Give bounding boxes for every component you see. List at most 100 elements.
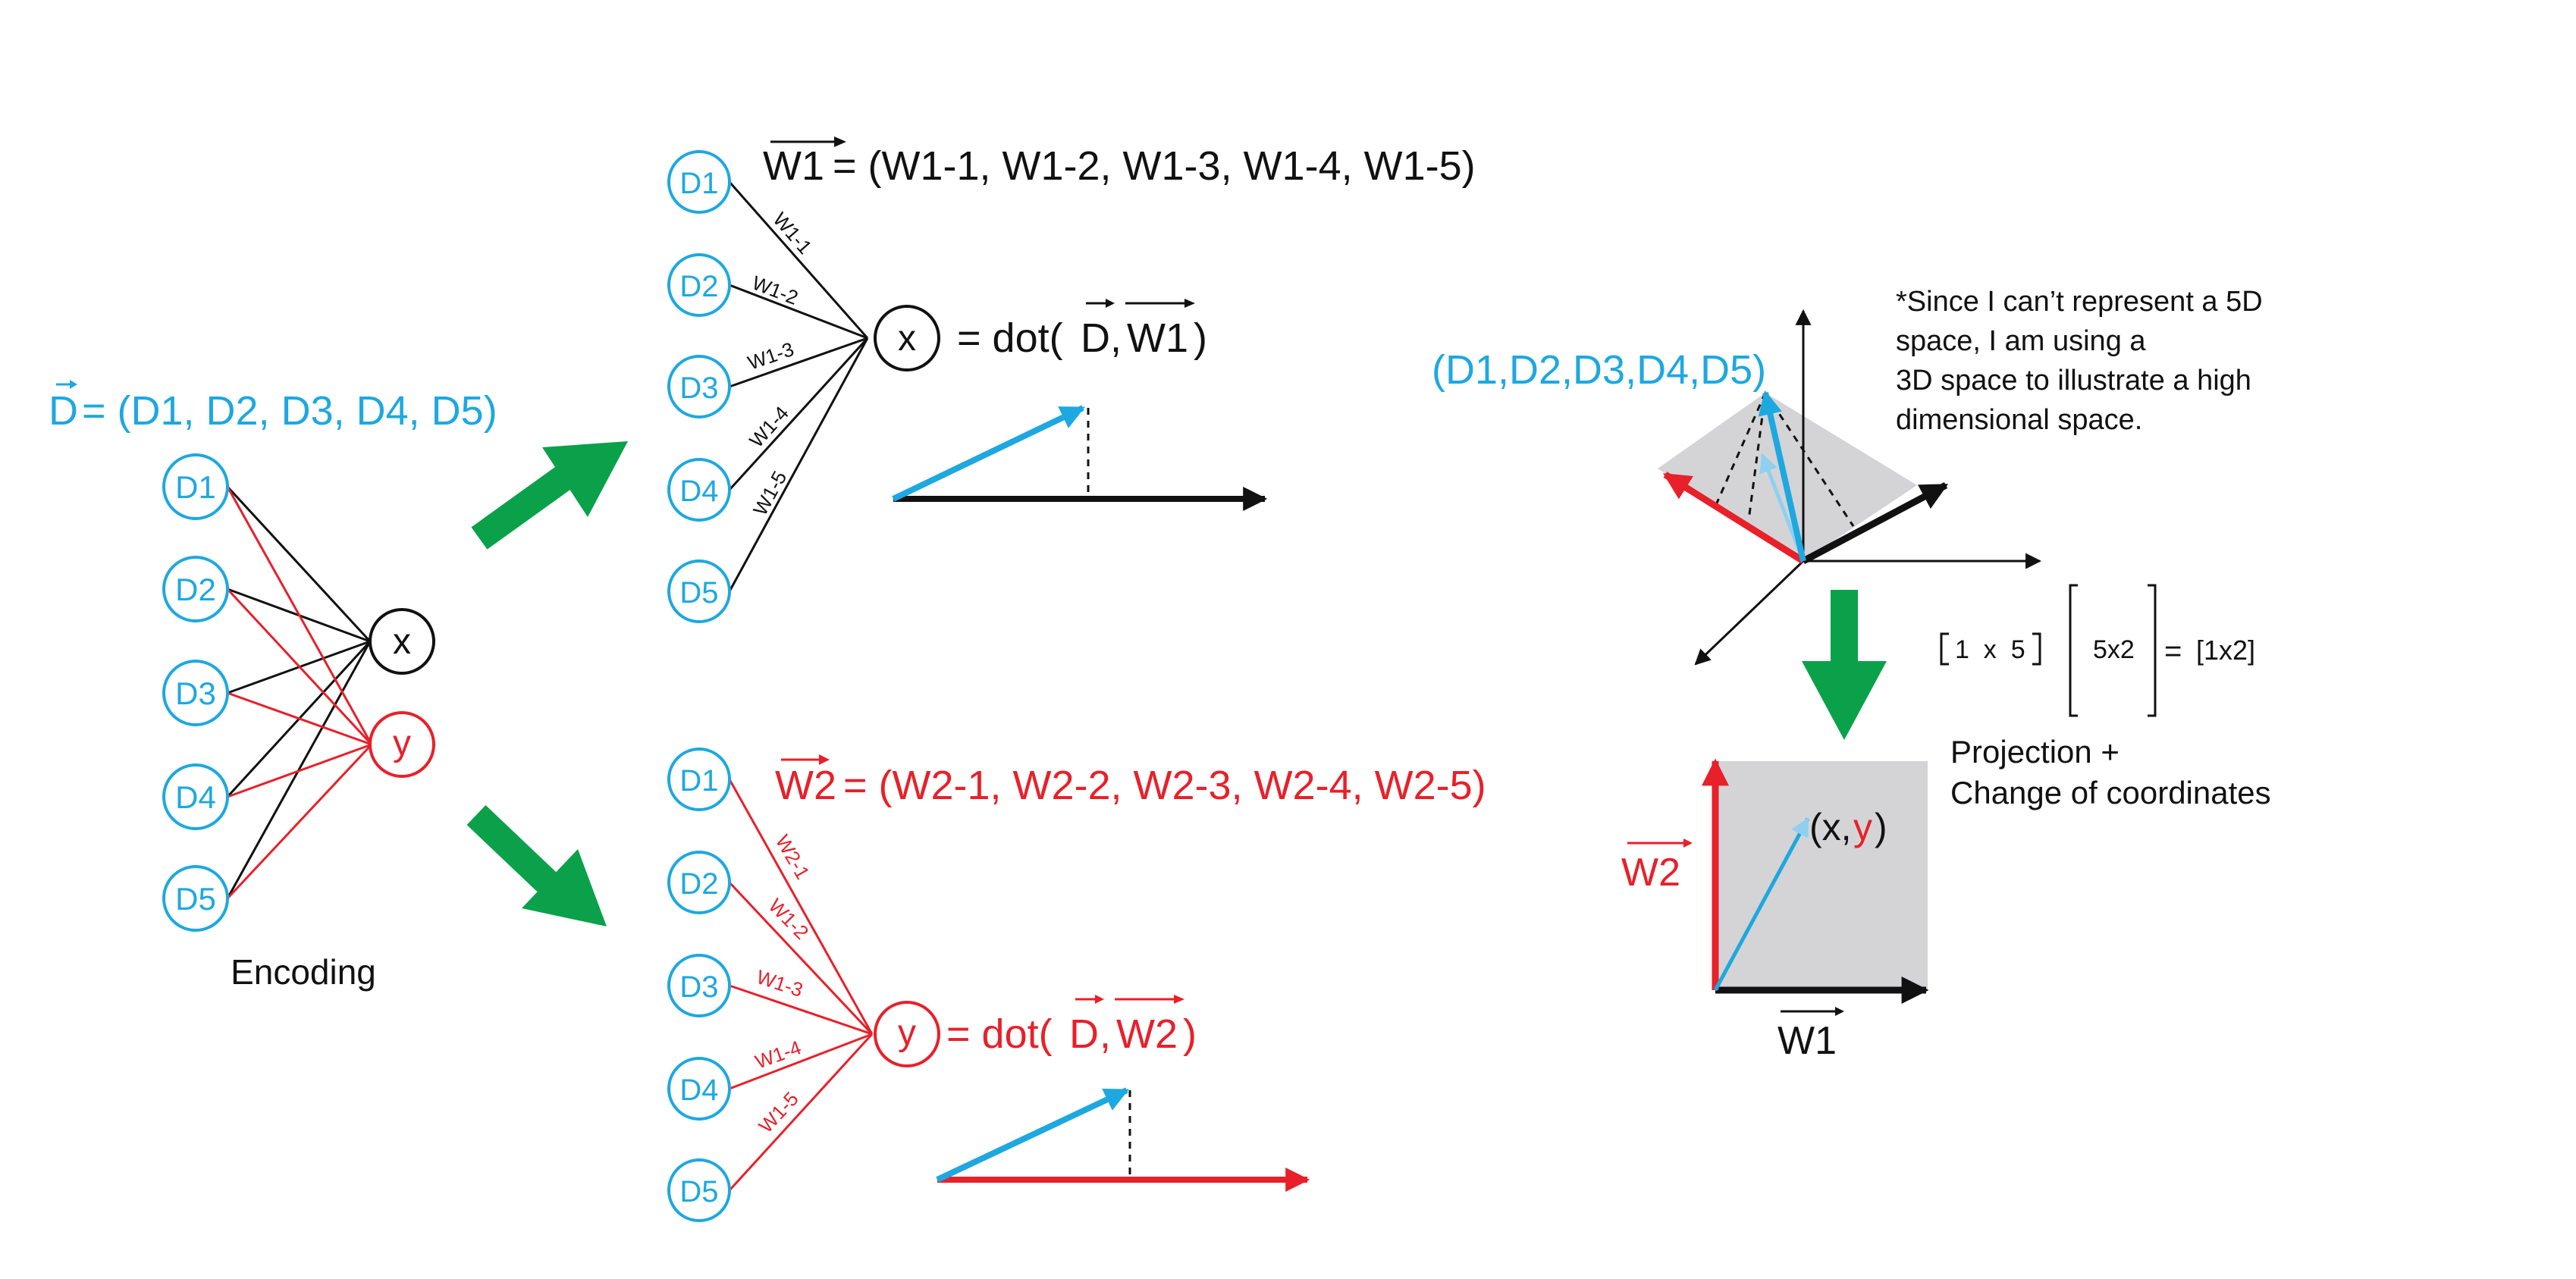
input-node-label: D4 [679, 1074, 718, 1107]
output-node-x: x [874, 305, 940, 371]
matrix-a: 1 x 5 [1955, 635, 2025, 664]
input-node: D2 [162, 556, 229, 622]
top-projection-graphic [892, 405, 1268, 511]
point-label: (D1,D2,D3,D4,D5) [1432, 347, 1766, 393]
input-node: D1 [667, 150, 731, 214]
note-line: space, I am using a [1896, 325, 2146, 357]
flow-arrow-down-icon [1802, 590, 1887, 740]
input-node: D5 [162, 865, 229, 932]
input-node-label: D2 [679, 867, 718, 901]
top-edge-labels: W1-1 W1-2 W1-3 W1-4 W1-5 [745, 208, 817, 519]
result-close: ) [1875, 806, 1887, 848]
dot-suffix: ) [1183, 1011, 1197, 1057]
d-vector-arrow-icon [1086, 299, 1115, 308]
top-network: W1 = (W1-1, W1-2, W1-3, W1-4, W1-5) W1-1… [667, 136, 1476, 623]
result-plane [1715, 761, 1928, 990]
input-node-label: D3 [175, 676, 216, 711]
d-vector-arrow-icon [1075, 995, 1104, 1004]
bottom-projection-graphic [936, 1087, 1310, 1192]
output-node-x-label: x [898, 318, 916, 359]
w1-vector-arrow-icon [1125, 299, 1195, 308]
top-dot-expression: = dot( D , W1 ) [957, 299, 1207, 361]
output-node-y-label: y [898, 1013, 916, 1053]
d-vector-symbol: D [49, 388, 78, 434]
result-plot: (x, y ) W2 W1 [1621, 758, 1929, 1063]
input-node: D3 [667, 355, 731, 418]
edge-label: W1-3 [745, 337, 797, 375]
w1-vector-arrow-icon [770, 136, 846, 147]
input-node-label: D2 [679, 270, 718, 303]
edge-label: W1-2 [764, 894, 814, 944]
top-edges [728, 181, 869, 592]
coordinate-axes [1694, 309, 2042, 666]
output-node-y: y [874, 1001, 940, 1067]
flow-arrow-up-icon [471, 441, 628, 550]
input-node-label: D4 [175, 779, 216, 815]
input-node: D4 [162, 763, 229, 830]
axis-w2-label: W2 [1621, 851, 1680, 895]
matrix-equals: = [2164, 635, 2182, 668]
w2-basis-arrow [1662, 472, 1806, 564]
result-open: (x, [1809, 806, 1852, 848]
dot-arg-w1: W1 [1127, 315, 1188, 361]
note-line: dimensional space. [1896, 404, 2142, 436]
edge-label: W1-4 [752, 1036, 805, 1073]
flow-arrow-down-icon [466, 804, 607, 926]
input-node-label: D5 [679, 576, 718, 610]
w1-basis-arrow [1801, 482, 1949, 564]
data-vector-arrow [1758, 390, 1806, 562]
input-node: D1 [162, 453, 229, 520]
bottom-network: W2 = (W2-1, W2-2, W2-3, W2-4, W2-5) W2-1… [667, 748, 1486, 1222]
w1-equation: = (W1-1, W1-2, W1-3, W1-4, W1-5) [833, 143, 1476, 189]
input-node: D1 [667, 748, 731, 811]
bottom-edges [728, 779, 874, 1192]
dot-comma: , [1100, 1011, 1111, 1057]
matrix-b: 5x2 [2093, 635, 2135, 664]
input-node-label: D1 [679, 167, 718, 200]
input-node: D4 [667, 458, 731, 522]
dot-suffix: ) [1194, 315, 1207, 361]
w2-symbol: W2 [775, 763, 836, 808]
output-node-y: y [369, 711, 435, 778]
output-node-x-label: x [393, 622, 411, 662]
matrix-c: [1x2] [2196, 635, 2255, 666]
input-node: D4 [667, 1057, 731, 1121]
input-node-label: D3 [679, 970, 718, 1004]
input-node-label: D3 [679, 371, 718, 405]
caption-line: Projection + [1950, 734, 2119, 770]
w2-vector-arrow-icon [781, 754, 830, 765]
edges-to-y [226, 486, 373, 900]
input-node: D2 [667, 253, 731, 317]
output-node-y-label: y [393, 723, 411, 763]
dot-arg-d: D [1069, 1011, 1099, 1057]
input-node-label: D4 [679, 475, 718, 508]
dot-arg-d: D [1081, 315, 1110, 361]
d-vector-arrow [892, 405, 1085, 502]
input-node-label: D5 [679, 1175, 718, 1208]
high-dim-space: (D1,D2,D3,D4,D5) *Since I can’t represen… [1432, 286, 2271, 1063]
edges-to-x [226, 485, 372, 899]
output-node-x: x [369, 608, 435, 675]
w1-symbol: W1 [763, 143, 824, 189]
caption-line: Change of coordinates [1950, 775, 2271, 810]
edge-label: W1-5 [748, 467, 791, 519]
w1-vector-arrow-icon [1781, 1007, 1844, 1016]
w2-equation: = (W2-1, W2-2, W2-3, W2-4, W2-5) [843, 763, 1486, 808]
input-node-label: D1 [679, 764, 718, 798]
note-line: 3D space to illustrate a high [1896, 365, 2251, 397]
result-y: y [1853, 806, 1872, 848]
input-node: D3 [162, 660, 229, 726]
note-line: *Since I can’t represent a 5D [1896, 286, 2263, 318]
result-vector-arrow [1713, 817, 1810, 992]
input-node: D2 [667, 851, 731, 914]
input-node: D3 [667, 954, 731, 1017]
matrix-equation: 1 x 5 5x2 = [1x2] [1940, 584, 2255, 717]
dot-prefix: = dot( [946, 1011, 1053, 1057]
dot-arg-w2: W2 [1116, 1011, 1178, 1057]
input-node-label: D1 [175, 469, 216, 505]
d-vector-arrow [936, 1087, 1129, 1183]
d-vector-equation: = (D1, D2, D3, D4, D5) [82, 388, 497, 434]
w2-vector-arrow-icon [1627, 839, 1693, 848]
input-node-label: D5 [175, 881, 216, 917]
